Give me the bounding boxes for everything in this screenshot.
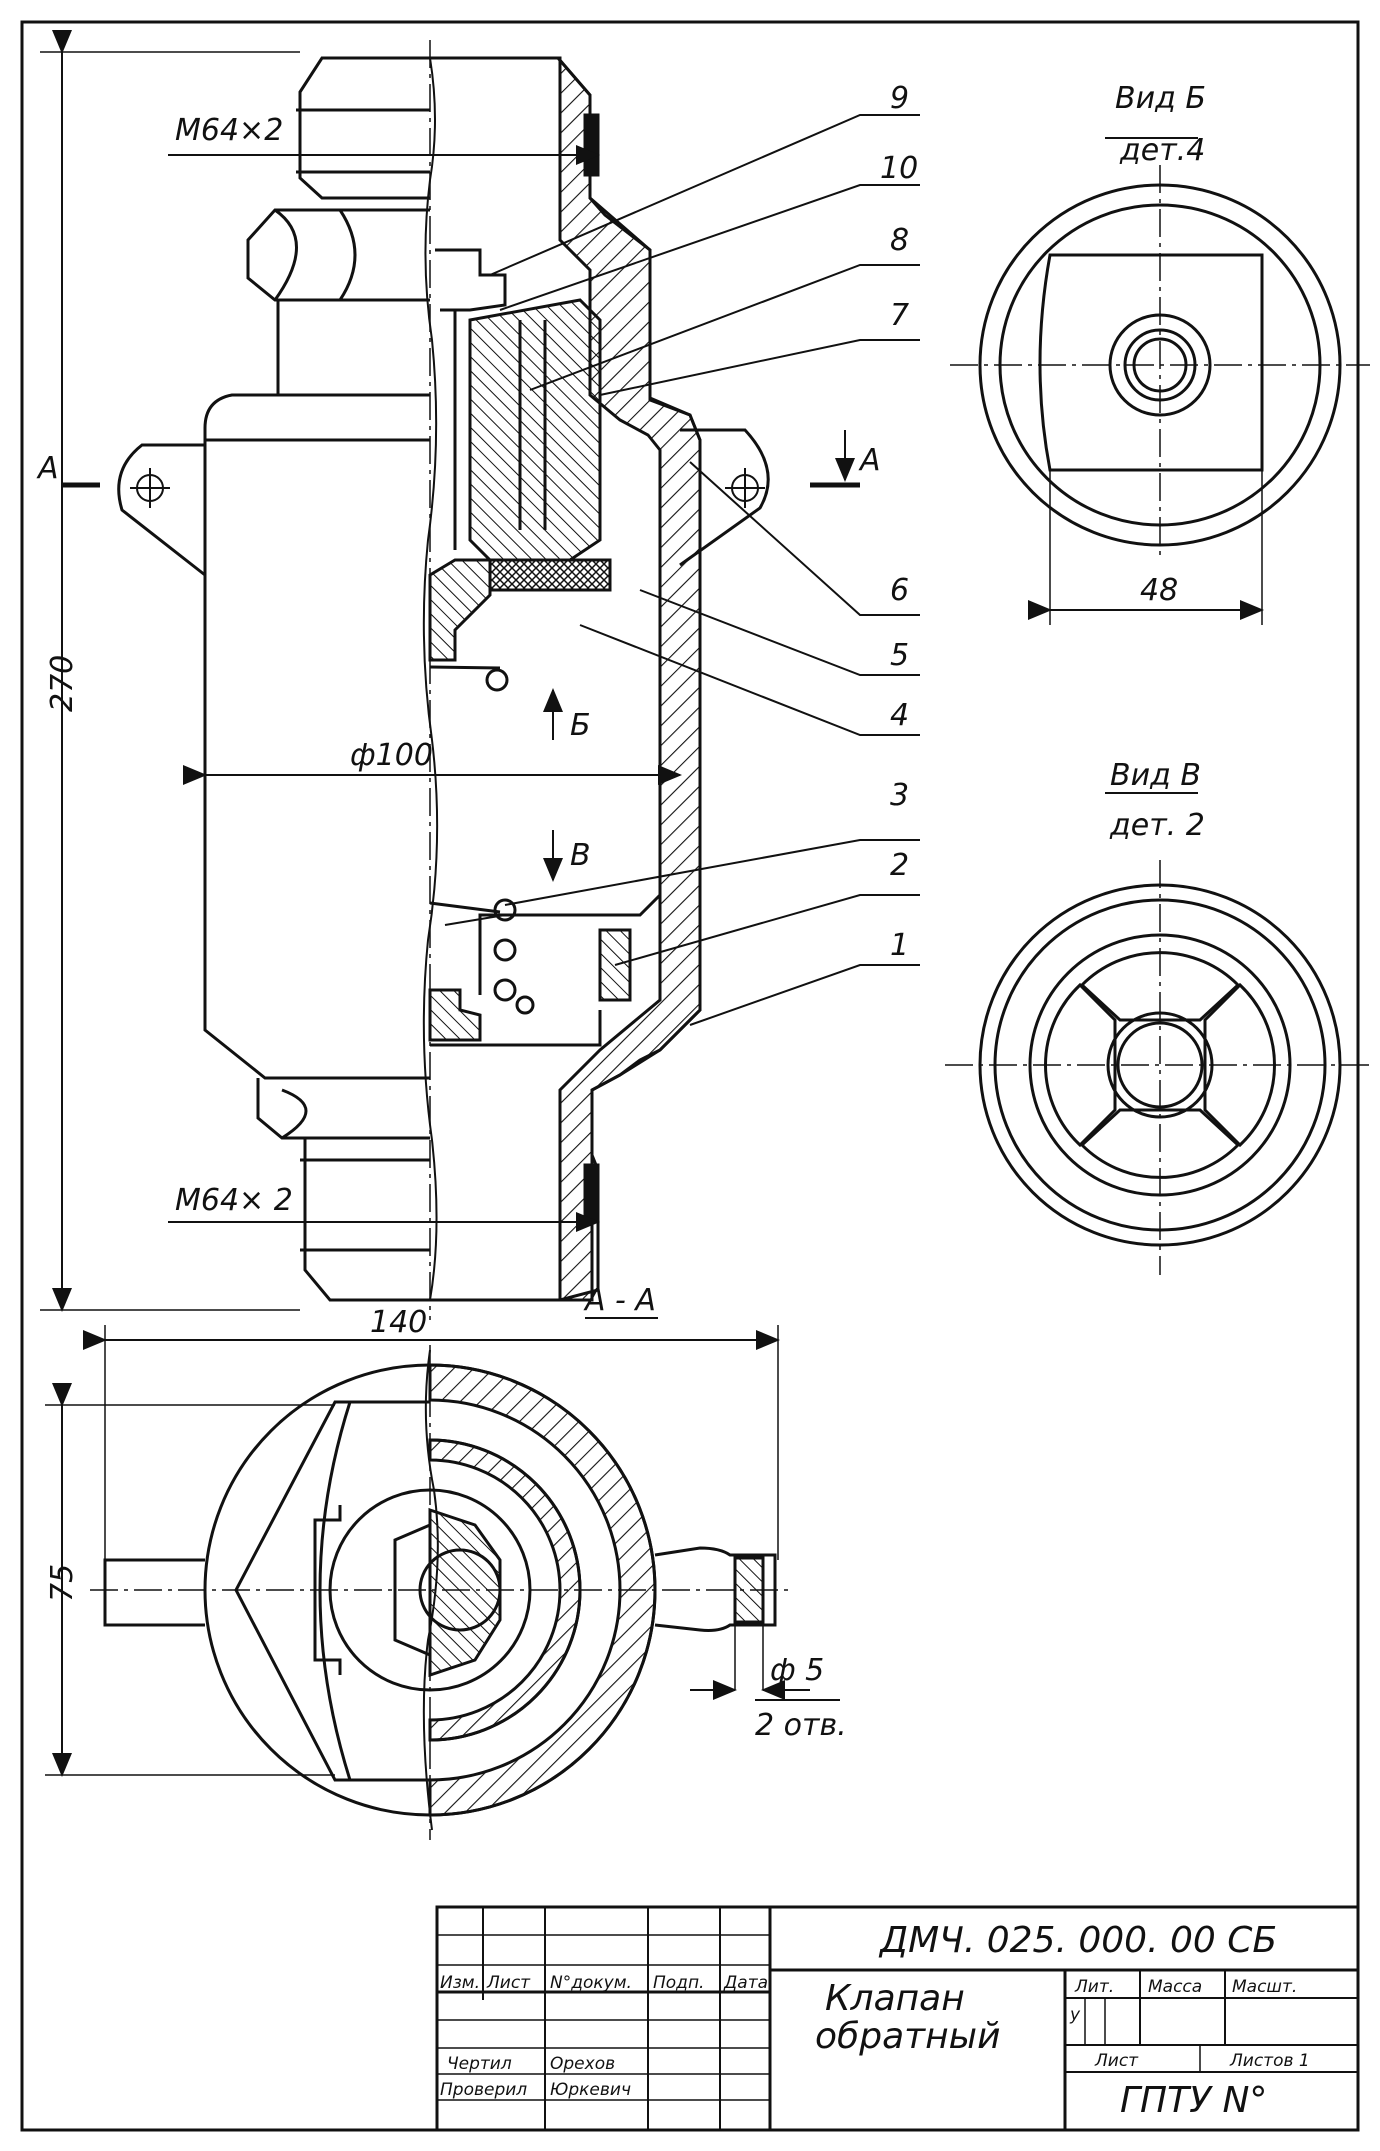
view-b-arrow-label: Б xyxy=(570,708,591,743)
view-b-dim: 48 xyxy=(1140,573,1178,608)
view-b xyxy=(950,137,1370,625)
callout-leaders xyxy=(489,114,920,1026)
section-a-a-view xyxy=(90,1345,790,1840)
section-a-right: А xyxy=(858,443,881,478)
callout-9: 9 xyxy=(890,81,909,116)
callout-1: 1 xyxy=(890,928,909,963)
depth-plan-label: 75 xyxy=(45,1564,80,1602)
hole-count-label: 2 отв. xyxy=(755,1708,847,1743)
title-block-text: ДМЧ. 025. 000. 00 СБ Клапан обратный Изм… xyxy=(440,1920,1310,2121)
scale-header: Масшт. xyxy=(1232,1977,1297,1997)
hdr-izm: Изм. xyxy=(440,1973,480,1993)
product-name-line2: обратный xyxy=(815,2016,1000,2057)
main-elevation-view xyxy=(117,40,770,1320)
callout-8: 8 xyxy=(890,223,909,258)
product-name-line1: Клапан xyxy=(825,1978,965,2019)
name-checked: Юркевич xyxy=(550,2080,631,2100)
callout-4: 4 xyxy=(890,698,909,733)
hdr-doc: N°докум. xyxy=(550,1973,632,1993)
hdr-list: Лист xyxy=(486,1973,531,1993)
callout-6: 6 xyxy=(890,573,909,608)
section-dimensions xyxy=(45,1317,840,1777)
callout-5: 5 xyxy=(890,638,909,673)
lit-value: у xyxy=(1069,2005,1081,2025)
view-v-subtitle: дет. 2 xyxy=(1109,808,1205,843)
main-dimensions xyxy=(40,30,860,1312)
sheet-label: Лист xyxy=(1094,2051,1139,2071)
hdr-podp: Подп. xyxy=(653,1973,704,1993)
thread-top-label: M64×2 xyxy=(175,113,283,148)
thread-bottom-label: M64× 2 xyxy=(175,1183,293,1218)
height-dim-label: 270 xyxy=(45,655,80,712)
diameter-dim-label: ф100 xyxy=(350,738,433,773)
role-drawn: Чертил xyxy=(447,2054,512,2074)
view-v-arrow-label: В xyxy=(570,838,591,873)
width-plan-label: 140 xyxy=(370,1305,427,1340)
organization: ГПТУ N° xyxy=(1120,2080,1267,2121)
callout-7: 7 xyxy=(890,298,909,333)
callout-10: 10 xyxy=(880,151,918,186)
hdr-date: Дата xyxy=(723,1973,768,1993)
view-b-subtitle: дет.4 xyxy=(1119,133,1205,168)
role-checked: Проверил xyxy=(440,2080,527,2100)
lit-header: Лит. xyxy=(1074,1977,1114,1997)
callout-2: 2 xyxy=(890,848,909,883)
section-a-a-title: А - А xyxy=(583,1283,656,1318)
callout-3: 3 xyxy=(890,778,909,813)
callout-numbers: 9 10 8 7 6 5 4 3 2 1 xyxy=(880,81,918,963)
view-b-title: Вид Б xyxy=(1115,81,1206,116)
section-a-left: А xyxy=(36,451,59,486)
doc-code: ДМЧ. 025. 000. 00 СБ xyxy=(878,1920,1277,1961)
name-drawn: Орехов xyxy=(550,2054,615,2074)
view-v xyxy=(945,792,1370,1275)
mass-header: Масса xyxy=(1148,1977,1202,1997)
view-v-title: Вид В xyxy=(1110,758,1201,793)
sheets-label: Листов 1 xyxy=(1229,2051,1310,2071)
hole-dim-label: ф 5 xyxy=(770,1653,824,1688)
title-block xyxy=(435,1905,1360,2132)
